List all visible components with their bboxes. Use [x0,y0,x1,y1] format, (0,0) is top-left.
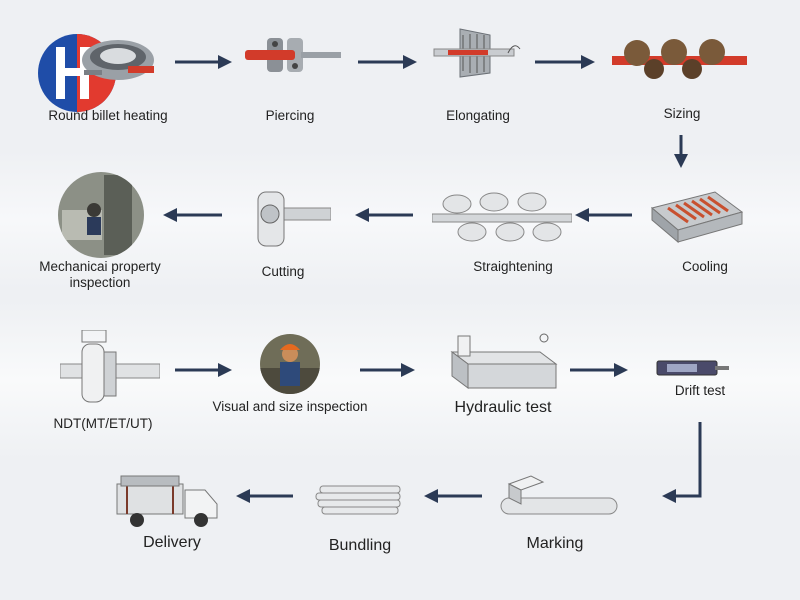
step-label-mechanical-property: Mechanicai property inspection [39,259,161,290]
step-label-sizing: Sizing [663,106,701,121]
cooling-bed-icon [650,191,744,244]
step-label-visual: Visual and size inspection [212,399,368,414]
step-label-piercing: Piercing [265,108,315,123]
furnace-icon [82,40,154,80]
truck-icon [116,475,218,527]
step-label-delivery: Delivery [143,534,201,551]
sizing-rollers-icon [612,39,747,79]
flow-arrow [674,135,688,168]
drift-gauge-icon [656,360,729,376]
straightener-icon [432,192,572,242]
elongating-mill-icon [433,28,521,78]
inspector-photo-icon [260,334,320,394]
piercing-mill-icon [245,38,341,72]
flow-arrow [175,55,232,69]
marking-icon [500,475,618,515]
step-label-hydraulic: Hydraulic test [454,399,552,416]
step-label-round-billet-heating: Round billet heating [48,108,168,123]
step-label-marking: Marking [526,535,584,552]
flow-arrow [662,422,702,503]
step-label-ndt: NDT(MT/ET/UT) [53,416,153,431]
flow-arrow [535,55,595,69]
ndt-icon [60,330,160,403]
flow-arrow [355,208,413,222]
flow-arrow [360,363,415,377]
flow-arrow [236,489,293,503]
flow-arrow [424,489,482,503]
flow-arrow [163,208,222,222]
flow-arrow [570,363,628,377]
bundle-icon [315,485,401,515]
step-label-cooling: Cooling [682,259,728,274]
hydraulic-tester-icon [450,333,558,389]
step-label-elongating: Elongating [446,108,510,123]
step-label-straightening: Straightening [473,259,553,274]
step-label-bundling: Bundling [328,537,392,554]
flow-arrow [175,363,232,377]
background-band [0,300,800,460]
saw-icon [257,191,331,247]
flow-arrow [575,208,632,222]
lab-photo-icon [58,172,144,258]
step-label-drift: Drift test [674,383,726,398]
step-label-cutting: Cutting [261,264,305,279]
flow-arrow [358,55,417,69]
